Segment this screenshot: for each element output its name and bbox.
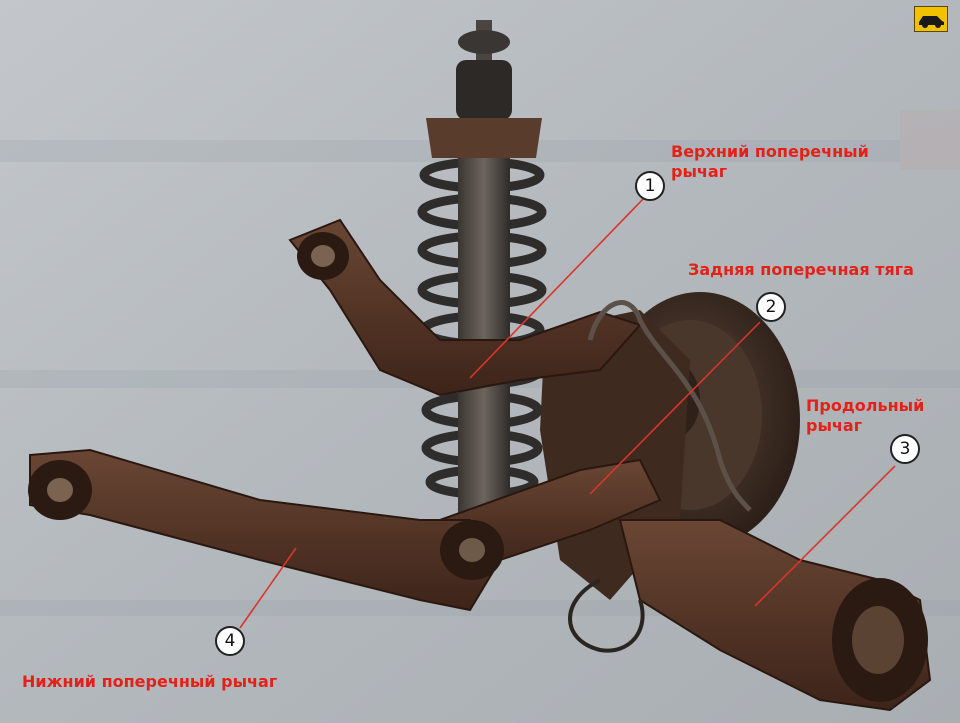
brake-hose bbox=[587, 300, 752, 512]
label-trailing-arm-line1: Продольный bbox=[806, 396, 925, 415]
label-rear-lateral-link: Задняя поперечная тяга bbox=[688, 260, 914, 280]
leader-lines bbox=[239, 196, 896, 629]
label-upper-control-arm: Верхний поперечный рычаг bbox=[671, 142, 869, 182]
label-lower-control-arm: Нижний поперечный рычаг bbox=[22, 672, 277, 692]
leader-line-2 bbox=[589, 321, 761, 495]
spring-seat bbox=[426, 118, 542, 158]
bump-stop bbox=[456, 60, 512, 120]
label-rear-lateral-link-line1: Задняя поперечная тяга bbox=[688, 260, 914, 279]
label-lower-control-arm-line1: Нижний поперечный рычаг bbox=[22, 672, 278, 691]
abs-sensor-wire bbox=[568, 578, 645, 653]
callout-number-2: 2 bbox=[756, 292, 786, 322]
label-trailing-arm-line2: рычаг bbox=[806, 416, 863, 435]
callout-number-1: 1 bbox=[635, 171, 665, 201]
car-logo-icon bbox=[914, 6, 948, 32]
leader-line-4 bbox=[239, 547, 297, 629]
top-mount bbox=[458, 30, 510, 54]
callout-number-3: 3 bbox=[890, 434, 920, 464]
label-upper-control-arm-line2: рычаг bbox=[671, 162, 728, 181]
leader-line-1 bbox=[469, 196, 646, 379]
label-upper-control-arm-line1: Верхний поперечный bbox=[671, 142, 869, 161]
callout-number-4: 4 bbox=[215, 626, 245, 656]
label-trailing-arm: Продольный рычаг bbox=[806, 396, 924, 436]
leader-line-3 bbox=[754, 465, 896, 607]
